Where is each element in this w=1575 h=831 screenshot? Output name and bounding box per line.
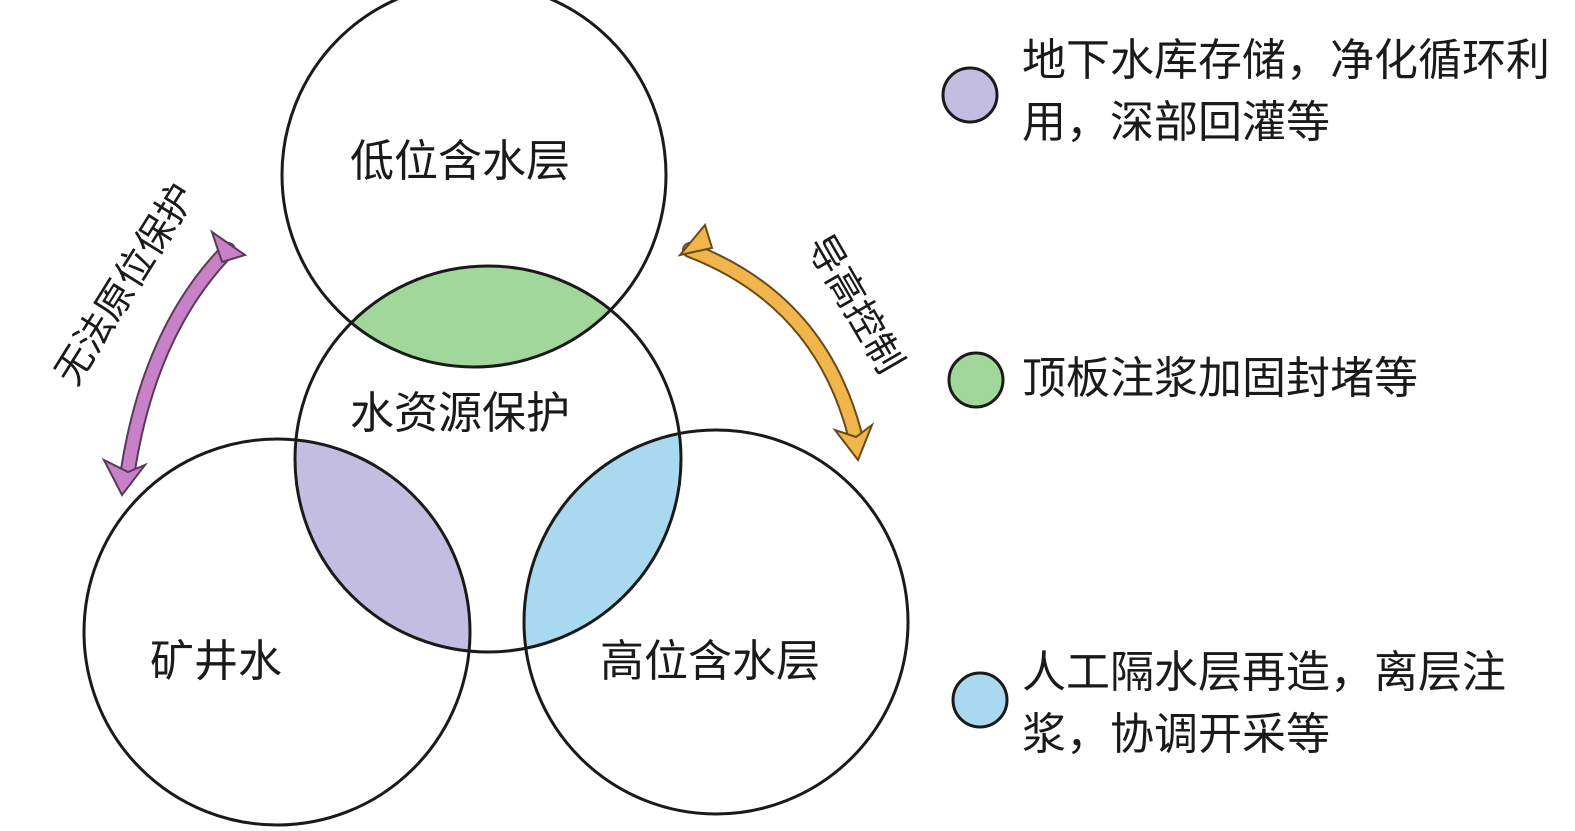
overlap-left-middle: [295, 439, 470, 652]
label-low-aquifer: 低位含水层: [350, 136, 570, 187]
legend-dot-blue: [951, 671, 1009, 729]
circle-left: [82, 437, 472, 827]
legend-text-1: 地下水库存储，净化循环利用，深部回灌等: [1022, 35, 1550, 148]
legend-dot-green: [947, 351, 1005, 409]
legend-text-2: 顶板注浆加固封堵等: [1022, 353, 1418, 404]
legend-text-3: 人工隔水层再造，离层注浆，协调开采等: [1022, 647, 1506, 760]
label-mine-water: 矿井水: [150, 636, 282, 687]
label-water-protection: 水资源保护: [350, 388, 570, 439]
circle-right: [522, 428, 910, 816]
left-curved-arrow-icon: [101, 229, 248, 497]
legend-dot-purple: [941, 66, 999, 124]
overlap-right-middle: [524, 430, 681, 652]
right-curved-arrow-icon: [677, 222, 875, 463]
label-high-aquifer: 高位含水层: [600, 636, 820, 687]
circle-middle: [293, 264, 683, 654]
circle-top: [280, 0, 668, 369]
